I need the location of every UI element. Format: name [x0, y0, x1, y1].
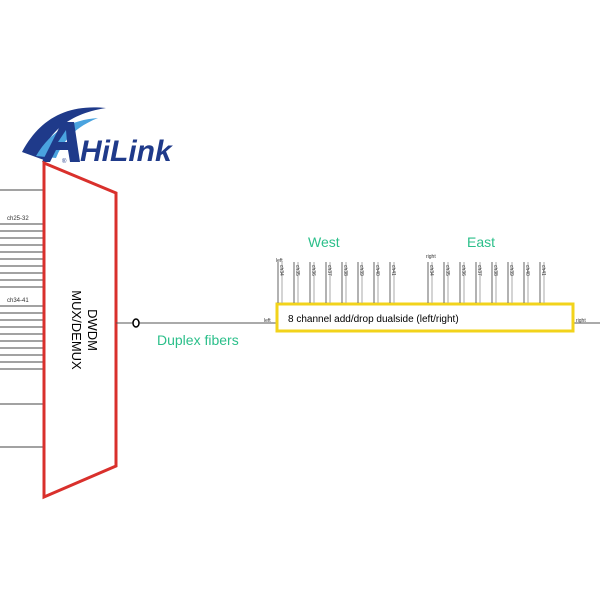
mux-group-a-label: ch25-32 [7, 216, 29, 222]
channel-label: ch34 [278, 265, 284, 276]
logo-wordmark: HiLink [80, 135, 173, 168]
duplex-fibers-label: Duplex fibers [157, 332, 239, 348]
mux-label-group: DWDM MUX/DEMUX [69, 290, 100, 370]
channel-label: ch38 [492, 265, 498, 276]
mux-demux-box [42, 160, 118, 500]
hilink-logo: ® HiLink [22, 107, 173, 168]
mux-label-line1: DWDM [85, 309, 100, 351]
mux-label-line2: MUX/DEMUX [69, 290, 84, 370]
mux-group-b-label: ch34-41 [7, 298, 29, 304]
fiber-connector-icon [132, 318, 140, 328]
oadm-box-label: 8 channel add/drop dualside (left/right) [288, 314, 459, 325]
channel-label: ch41 [540, 265, 546, 276]
channel-label: ch39 [358, 265, 364, 276]
channel-label: ch36 [310, 265, 316, 276]
east-side-label: right [426, 254, 436, 260]
channel-label: ch36 [460, 265, 466, 276]
west-title: West [308, 234, 340, 250]
channel-label: ch35 [294, 265, 300, 276]
west-channel-ports: ch34 ch35 ch36 ch37 ch38 ch39 ch40 ch41 [277, 262, 396, 303]
channel-label: ch34 [428, 265, 434, 276]
mux-fiber-lines [0, 189, 46, 448]
oadm-box [275, 302, 575, 333]
channel-label: ch38 [342, 265, 348, 276]
west-side-label: left [276, 258, 283, 264]
channel-label: ch35 [444, 265, 450, 276]
east-title: East [467, 234, 495, 250]
channel-label: ch39 [508, 265, 514, 276]
logo-letter-a-icon [42, 122, 80, 162]
oadm-right-port-label: right [576, 318, 586, 324]
logo-reg-mark: ® [62, 158, 67, 165]
channel-label: ch37 [326, 265, 332, 276]
channel-label: ch37 [476, 265, 482, 276]
channel-label: ch40 [374, 265, 380, 276]
oadm-left-port-label: left [264, 318, 271, 324]
east-channel-ports: ch34 ch35 ch36 ch37 ch38 ch39 ch40 ch41 [427, 262, 546, 303]
channel-label: ch41 [390, 265, 396, 276]
channel-label: ch40 [524, 265, 530, 276]
